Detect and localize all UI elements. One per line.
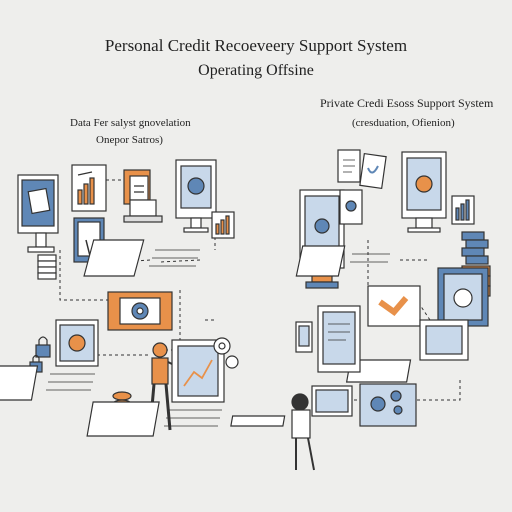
monitor-icon (401, 151, 447, 233)
monitor-icon (437, 267, 489, 327)
document-icon (339, 189, 363, 225)
keyboard-icon (295, 245, 390, 277)
document-icon (359, 152, 387, 190)
right-panel-label: Private Credi Esoss Support System (320, 96, 494, 110)
document-stack-icon (37, 254, 57, 280)
laptop-icon (230, 385, 353, 427)
laptop-icon (345, 319, 469, 383)
monitor-icon (17, 174, 59, 253)
chart-document-icon (71, 164, 107, 212)
document-icon (337, 149, 361, 183)
folder-icon (123, 169, 151, 205)
left-panel-label: Data Fer salyst gnovelation (70, 117, 191, 129)
laptop-icon (0, 319, 99, 401)
gear-icon (213, 337, 239, 369)
keyboard-icon (83, 239, 200, 277)
chart-board-icon (451, 195, 475, 225)
central-hub-icon (107, 291, 173, 331)
central-hub-icon (367, 285, 421, 327)
chart-board-icon (211, 211, 235, 239)
laptop-icon (123, 199, 163, 223)
server-stack-icon (461, 231, 489, 265)
tray-icon (359, 383, 417, 427)
left-panel-sublabel: Onepor Satros) (96, 134, 163, 146)
right-panel-sublabel: (cresduation, Ofienion) (352, 117, 455, 129)
monitor-icon (175, 159, 217, 233)
diagram-title: Personal Credit Recoeveery Support Syste… (104, 36, 408, 55)
diagram-subtitle: Operating Offsine (198, 62, 314, 79)
person-icon (291, 393, 315, 471)
phone-icon (295, 321, 313, 353)
monitor-icon (317, 305, 361, 373)
